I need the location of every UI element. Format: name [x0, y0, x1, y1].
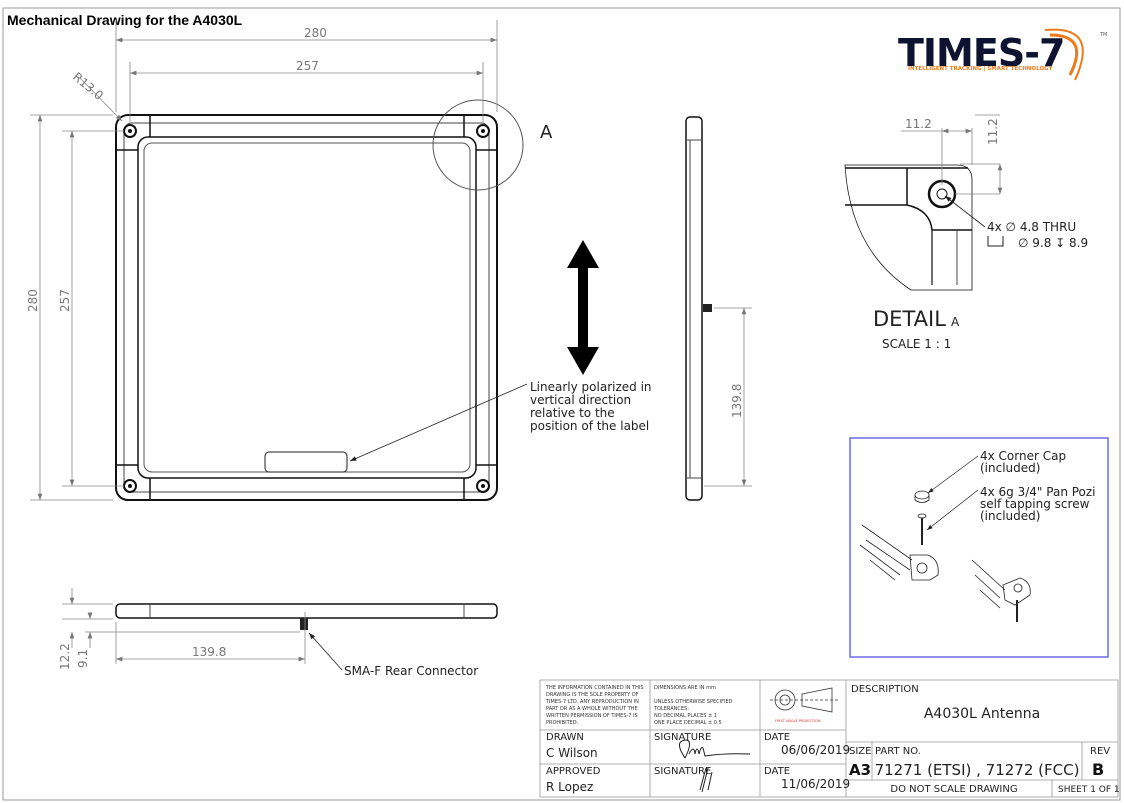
dim-width-holes: 257 — [296, 59, 319, 73]
tolerance-line5: NO DECIMAL PLACES ± 1 — [654, 713, 717, 719]
polarization-note-line2: vertical direction — [530, 393, 631, 407]
screw-label-line3: (included) — [980, 509, 1040, 523]
approved-signature-label: SIGNATURE — [654, 766, 711, 777]
dim-radius: R13.0 — [70, 70, 106, 103]
polarization-note-line1: Linearly polarized in — [530, 380, 652, 394]
notice-line1: THE INFORMATION CONTAINED IN THIS — [545, 685, 644, 691]
tolerance-line1: DIMENSIONS ARE IN mm — [654, 685, 716, 691]
svg-text:INTELLIGENT TRACKING | SMART T: INTELLIGENT TRACKING | SMART TECHNOLOGY — [908, 66, 1053, 72]
hole-spec-line1: 4x ∅ 4.8 THRU — [987, 220, 1076, 234]
assembly-view: 4x Corner Cap (included) 4x 6g 3/4" Pan … — [849, 437, 1109, 658]
times7-logo: TIMES-7 INTELLIGENT TRACKING | SMART TEC… — [898, 28, 1107, 81]
front-view: A 280 257 280 257 R13.0 Linearly polariz… — [26, 20, 652, 501]
detail-a: 11.2 11.2 4x ∅ 4.8 THRU ∅ 9.8 ↧ 8.9 DETA… — [844, 114, 1088, 351]
connector-label: SMA-F Rear Connector — [344, 664, 478, 678]
notice-line3: TIMES-7 LTD. ANY REPRODUCTION IN — [545, 699, 639, 705]
notice-line2: DRAWING IS THE SOLE PROPERTY OF — [546, 692, 639, 698]
approved-label: APPROVED — [546, 766, 601, 777]
notice-line4: PART OR AS A WHOLE WITHOUT THE — [546, 706, 638, 712]
projection-symbol-icon — [770, 687, 840, 713]
dim-height-holes: 257 — [58, 289, 72, 312]
do-not-scale: DO NOT SCALE DRAWING — [890, 784, 1017, 795]
dim-total-thickness: 12.2 — [58, 643, 72, 670]
approved-date: 11/06/2019 — [781, 777, 850, 791]
side-view: 139.8 — [685, 116, 752, 501]
tolerance-line6: ONE PLACE DECIMAL ± 0.5 — [654, 720, 722, 726]
tolerance-line3: UNLESS OTHERWISE SPECIFIED — [654, 699, 733, 705]
polarization-note-line3: relative to the — [530, 406, 615, 420]
approved-signature — [699, 767, 713, 793]
svg-text:TIMES-7: TIMES-7 — [898, 31, 1064, 75]
approved-date-label: DATE — [764, 766, 790, 777]
corner-cap-label-line1: 4x Corner Cap — [980, 449, 1066, 463]
dim-bottom-connector: 139.8 — [192, 645, 226, 659]
drawn-date: 06/06/2019 — [781, 743, 850, 757]
bottom-view: 12.2 9.1 139.8 SMA-F Rear Connector — [58, 588, 498, 678]
notice-line6: PROHIBITED. — [546, 720, 579, 726]
dim-body-thickness: 9.1 — [76, 649, 90, 668]
notice-line5: WRITTEN PERMISSION OF TIMES-7 IS — [546, 713, 638, 719]
drawn-signature-label: SIGNATURE — [654, 732, 711, 743]
screw-label-line1: 4x 6g 3/4" Pan Pozi — [980, 485, 1096, 499]
sheet-number: SHEET 1 OF 1 — [1058, 785, 1120, 795]
drawn-date-label: DATE — [764, 732, 790, 743]
dim-side-connector: 139.8 — [730, 384, 744, 418]
polarization-note-line4: position of the label — [530, 419, 649, 433]
detail-title: DETAIL — [873, 307, 946, 331]
description: A4030L Antenna — [924, 706, 1040, 722]
corner-cap-label-line2: (included) — [980, 461, 1040, 475]
drawn-signature — [679, 739, 751, 759]
drawn-by: C Wilson — [546, 746, 598, 760]
approved-by: R Lopez — [546, 780, 593, 794]
detail-dim-x: 11.2 — [905, 117, 932, 131]
polarization-arrow-icon — [567, 240, 599, 375]
title-block: THE INFORMATION CONTAINED IN THIS DRAWIN… — [539, 679, 1120, 798]
drawing-title: Mechanical Drawing for the A4030L — [7, 12, 243, 28]
description-label: DESCRIPTION — [851, 684, 919, 695]
tolerance-line4: TOLERANCES: — [653, 706, 689, 712]
svg-text:TM: TM — [1099, 32, 1107, 38]
rev: B — [1092, 760, 1104, 779]
size-label: SIZE — [849, 746, 871, 757]
screw-label-line2: self tapping screw — [980, 497, 1090, 511]
drawn-label: DRAWN — [546, 732, 584, 743]
hole-spec-line2: ∅ 9.8 ↧ 8.9 — [1018, 236, 1088, 250]
detail-scale: SCALE 1 : 1 — [882, 337, 951, 351]
detail-title-letter: A — [951, 315, 960, 329]
dim-width-outer: 280 — [304, 26, 327, 40]
part-no: 71271 (ETSI) , 71272 (FCC) — [875, 761, 1080, 779]
detail-callout: A — [540, 122, 553, 143]
size: A3 — [849, 761, 871, 779]
projection-label: FIRST ANGLE PROJECTION — [775, 719, 821, 723]
dim-height-outer: 280 — [26, 289, 40, 312]
detail-dim-y: 11.2 — [986, 118, 1000, 145]
rev-label: REV — [1090, 746, 1110, 757]
part-no-label: PART NO. — [875, 746, 921, 757]
